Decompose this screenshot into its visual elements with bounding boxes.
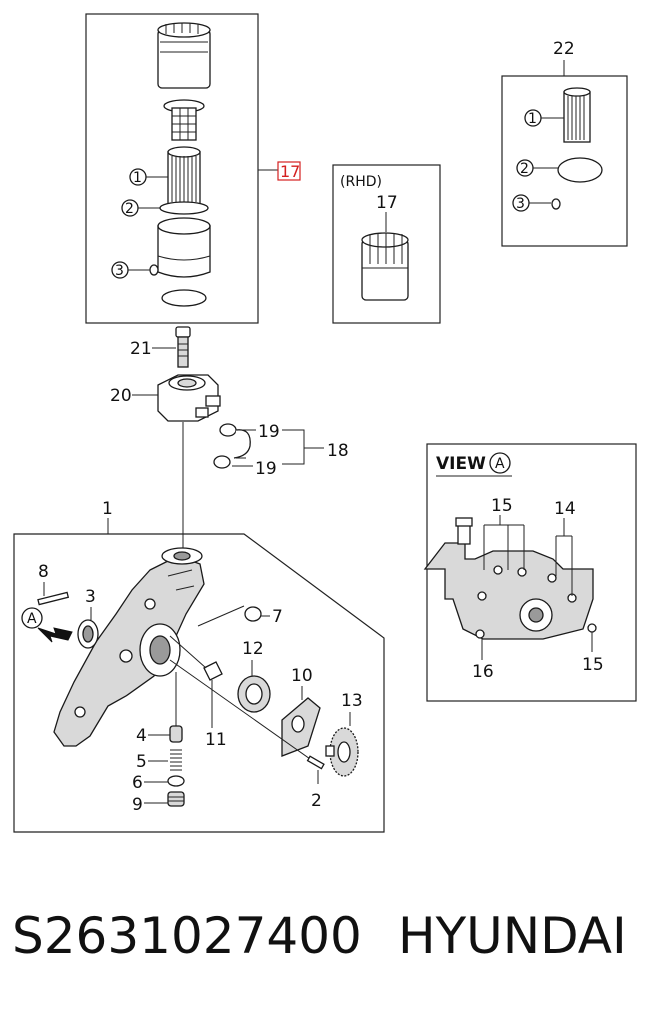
callout-18: 18 xyxy=(327,441,349,461)
svg-text:2: 2 xyxy=(311,791,322,811)
svg-text:9: 9 xyxy=(132,795,143,815)
svg-text:4: 4 xyxy=(136,726,147,746)
exploded-parts-diagram: 1 2 3 17 (RHD) 17 22 xyxy=(13,13,637,833)
pin-8: 8 xyxy=(37,562,70,606)
sprocket-13: 13 xyxy=(325,691,363,777)
oil-cooler-20: 20 xyxy=(110,374,221,422)
rhd-filter-canister xyxy=(361,232,409,301)
oil-pump-frame: 1 8 A 3 xyxy=(13,499,385,833)
callout-19-lower: 19 xyxy=(255,459,277,479)
svg-text:3: 3 xyxy=(516,196,525,212)
svg-text:2: 2 xyxy=(125,201,134,217)
view-a-pump-body xyxy=(423,517,597,640)
housing-o-ring xyxy=(161,289,207,307)
washer-6: 6 xyxy=(132,773,185,793)
filter-canister xyxy=(157,22,211,89)
rhd-filter-frame: (RHD) 17 xyxy=(332,164,441,324)
spring-5: 5 xyxy=(136,749,182,772)
svg-text:3: 3 xyxy=(85,587,96,607)
svg-text:12: 12 xyxy=(242,639,264,659)
outer-rotor-12: 12 xyxy=(237,639,271,713)
callout-1-kit: 1 xyxy=(524,109,564,127)
svg-text:11: 11 xyxy=(205,730,227,750)
filter-kit-22-frame: 22 1 2 3 xyxy=(501,39,628,247)
drain-washer xyxy=(149,264,159,276)
callout-22: 22 xyxy=(553,39,575,59)
pump-shaft-axis xyxy=(169,659,321,767)
view-callout-16: 16 xyxy=(472,662,494,682)
callout-19-upper: 19 xyxy=(258,422,280,442)
filter-element xyxy=(167,146,201,205)
callout-1-top: 1 xyxy=(129,168,168,186)
callout-2-top: 2 xyxy=(121,199,160,217)
svg-text:1: 1 xyxy=(528,111,537,127)
callout-3-top: 3 xyxy=(111,261,150,279)
part-caption: S2631027400 HYUNDAI xyxy=(0,900,651,980)
svg-text:8: 8 xyxy=(38,562,49,582)
svg-text:1: 1 xyxy=(133,170,142,186)
pin-2: 2 xyxy=(306,755,325,811)
filter-housing xyxy=(157,217,211,278)
svg-text:21: 21 xyxy=(130,339,152,359)
svg-text:20: 20 xyxy=(110,386,132,406)
view-title: VIEW xyxy=(436,454,486,474)
callout-1-main: 1 xyxy=(102,499,113,519)
plate-11: 11 xyxy=(169,635,227,750)
svg-text:A: A xyxy=(27,611,37,627)
svg-text:7: 7 xyxy=(272,607,283,627)
svg-text:2: 2 xyxy=(520,161,529,177)
svg-text:13: 13 xyxy=(341,691,363,711)
kit-washer xyxy=(551,198,561,210)
o-ring-7: 7 xyxy=(197,605,283,627)
brand-name: HYUNDAI xyxy=(398,907,627,965)
view-a-marker: A xyxy=(495,456,505,472)
svg-text:3: 3 xyxy=(115,263,124,279)
rhd-label: (RHD) xyxy=(340,174,382,190)
kit-o-ring xyxy=(557,157,603,183)
callout-17-red[interactable]: 17 xyxy=(280,162,300,181)
center-bolt-21: 21 xyxy=(130,326,191,368)
view-a-marker-main: A xyxy=(21,607,73,643)
view-callout-15-lower: 15 xyxy=(582,655,604,675)
plug-9: 9 xyxy=(132,791,185,815)
view-callout-14: 14 xyxy=(554,499,576,519)
callout-2-kit: 2 xyxy=(516,159,558,177)
oil-filter-assembly-frame: 1 2 3 17 xyxy=(85,13,301,324)
red-callout-box[interactable] xyxy=(277,161,301,181)
oil-pump-body xyxy=(53,547,205,747)
svg-text:10: 10 xyxy=(291,666,313,686)
filter-o-ring xyxy=(159,201,209,215)
view-callout-15-upper: 15 xyxy=(491,496,513,516)
kit-filter-element xyxy=(563,87,591,143)
hose-clamp-group-18: 19 19 18 xyxy=(213,422,349,479)
svg-text:6: 6 xyxy=(132,773,143,793)
callout-3-kit: 3 xyxy=(512,194,551,212)
svg-text:5: 5 xyxy=(136,752,147,772)
plunger-4: 4 xyxy=(136,725,183,746)
cover-10: 10 xyxy=(281,666,321,757)
seal-3: 3 xyxy=(77,587,99,649)
callout-17-rhd: 17 xyxy=(376,193,398,213)
part-number: S2631027400 xyxy=(12,907,362,965)
filter-cap xyxy=(163,99,205,141)
view-a-frame: VIEW A 15 14 16 15 xyxy=(423,443,637,702)
